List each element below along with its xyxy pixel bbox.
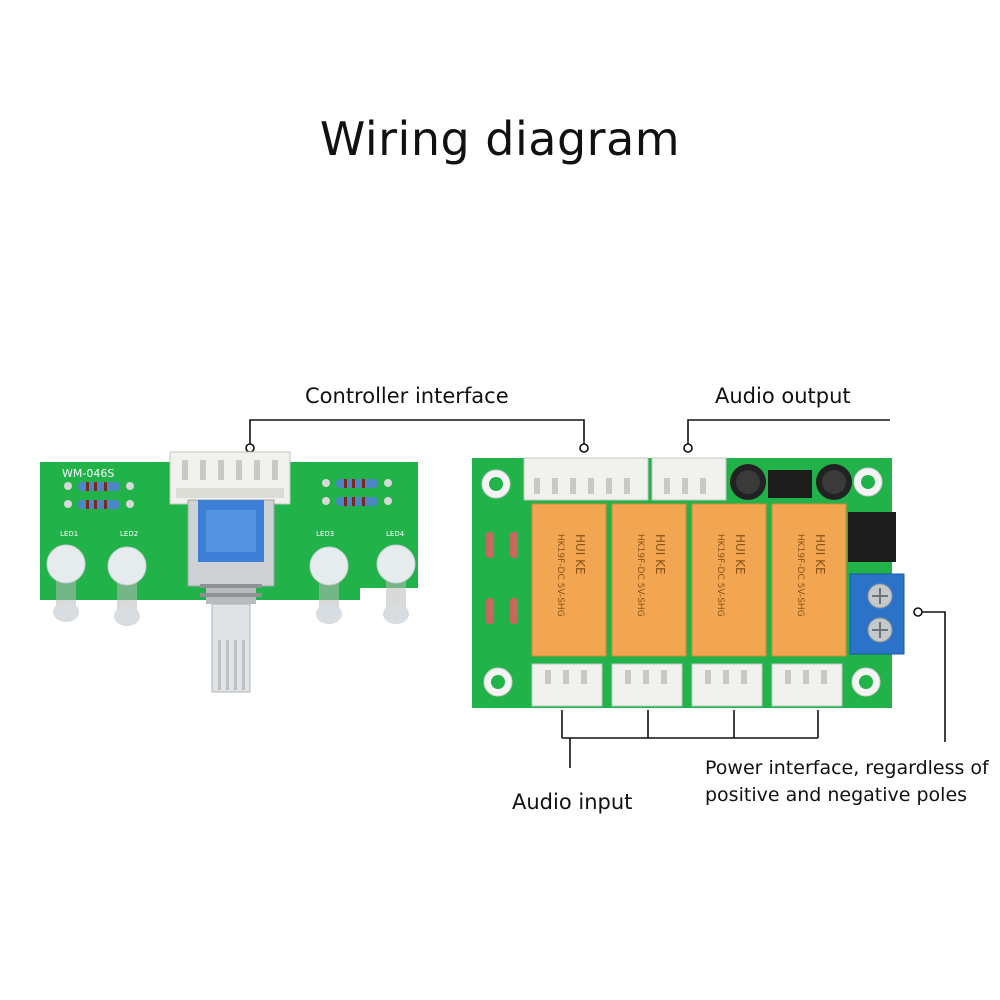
controller-leds xyxy=(46,544,416,626)
audio-input-leader xyxy=(561,710,819,768)
rotary-switch xyxy=(187,499,275,693)
regulator-chip xyxy=(768,470,812,498)
relay-4-model: HK19F-DC 5V-SHG xyxy=(795,534,805,617)
relay-1-brand: HUI KE xyxy=(573,534,587,575)
diodes xyxy=(486,532,518,624)
power-interface-label: Power interface, regardless of positive … xyxy=(705,755,995,809)
led2-label: LED2 xyxy=(120,530,138,538)
audio-input-connectors xyxy=(531,663,843,707)
led4-label: LED4 xyxy=(386,530,405,538)
controller-interface-label: Controller interface xyxy=(305,384,509,408)
audio-output-label: Audio output xyxy=(715,384,851,408)
relay-controller-connector xyxy=(523,457,649,501)
relay-3-brand: HUI KE xyxy=(733,534,747,575)
relay-2: HUI KE HK19F-DC 5V-SHG xyxy=(611,503,687,657)
audio-output-marker xyxy=(683,443,693,453)
relay-1: HUI KE HK19F-DC 5V-SHG xyxy=(531,503,607,657)
led-1 xyxy=(46,544,86,622)
relay-3-model: HK19F-DC 5V-SHG xyxy=(715,534,725,617)
audio-input-connector-2 xyxy=(611,663,683,707)
controller-interface-leader xyxy=(249,419,585,445)
relay-4-brand: HUI KE xyxy=(813,534,827,575)
callout-leaders xyxy=(245,419,946,768)
audio-input-label: Audio input xyxy=(512,790,633,814)
led-4 xyxy=(376,544,416,624)
led-2 xyxy=(107,546,147,626)
led3-label: LED3 xyxy=(316,530,334,538)
relay-2-model: HK19F-DC 5V-SHG xyxy=(635,534,645,617)
controller-board: WM-046S xyxy=(40,451,418,693)
led1-label: LED1 xyxy=(60,530,78,538)
power-interface-leader xyxy=(922,611,946,742)
audio-input-connector-4 xyxy=(771,663,843,707)
rectifier-chip xyxy=(848,512,896,562)
power-interface-label-line1: Power interface, regardless of xyxy=(705,757,989,779)
relay-board: HUI KE HK19F-DC 5V-SHG HUI KE HK19F-DC 5… xyxy=(472,457,905,708)
figure-title: Wiring diagram xyxy=(319,112,681,166)
controller-pin-marker-left xyxy=(245,443,255,453)
relay-4: HUI KE HK19F-DC 5V-SHG xyxy=(771,503,847,657)
relay-1-model: HK19F-DC 5V-SHG xyxy=(555,534,565,617)
relay-3: HUI KE HK19F-DC 5V-SHG xyxy=(691,503,767,657)
capacitors xyxy=(730,464,852,500)
controller-resistors xyxy=(64,479,392,509)
controller-pin-marker-right xyxy=(579,443,589,453)
audio-input-connector-3 xyxy=(691,663,763,707)
audio-output-leader xyxy=(687,419,890,445)
led-3 xyxy=(309,546,349,624)
power-terminal-block xyxy=(849,573,905,655)
power-pin-marker xyxy=(913,607,923,617)
audio-input-connector-1 xyxy=(531,663,603,707)
power-interface-label-line2: positive and negative poles xyxy=(705,784,968,806)
controller-model-label: WM-046S xyxy=(62,467,114,480)
relay-2-brand: HUI KE xyxy=(653,534,667,575)
controller-interface-connector xyxy=(169,451,291,505)
audio-output-connector xyxy=(651,457,727,501)
